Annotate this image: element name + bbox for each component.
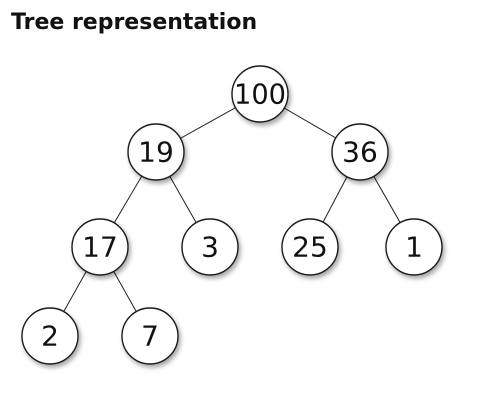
- tree-node-circle: [385, 218, 443, 276]
- tree-nodes: 100 19 36 17 3 25 1 2 7: [21, 65, 443, 365]
- tree-node: 100: [231, 65, 289, 123]
- tree-node: 36: [331, 123, 389, 181]
- tree-node-label: 2: [41, 320, 59, 353]
- tree-node-label: 3: [201, 231, 219, 264]
- tree-node-label: 100: [234, 78, 286, 111]
- tree-node: 7: [121, 307, 179, 365]
- tree-node-circle: [231, 65, 289, 123]
- tree-node-label: 25: [292, 231, 328, 264]
- tree-node: 1: [385, 218, 443, 276]
- tree-node: 3: [181, 218, 239, 276]
- tree-node: 2: [21, 307, 79, 365]
- tree-node-circle: [127, 123, 185, 181]
- tree-node-circle: [71, 218, 129, 276]
- tree-node-label: 17: [82, 231, 118, 264]
- tree-node-circle: [181, 218, 239, 276]
- tree-node-label: 1: [405, 231, 423, 264]
- tree-node-label: 7: [141, 320, 159, 353]
- tree-node-label: 19: [138, 136, 174, 169]
- tree-node: 19: [127, 123, 185, 181]
- tree-node-circle: [331, 123, 389, 181]
- tree-node-circle: [281, 218, 339, 276]
- tree-node: 25: [281, 218, 339, 276]
- tree-node-circle: [121, 307, 179, 365]
- page-title: Tree representation: [11, 10, 258, 35]
- tree-node-circle: [21, 307, 79, 365]
- tree-node: 17: [71, 218, 129, 276]
- tree-node-label: 36: [342, 136, 378, 169]
